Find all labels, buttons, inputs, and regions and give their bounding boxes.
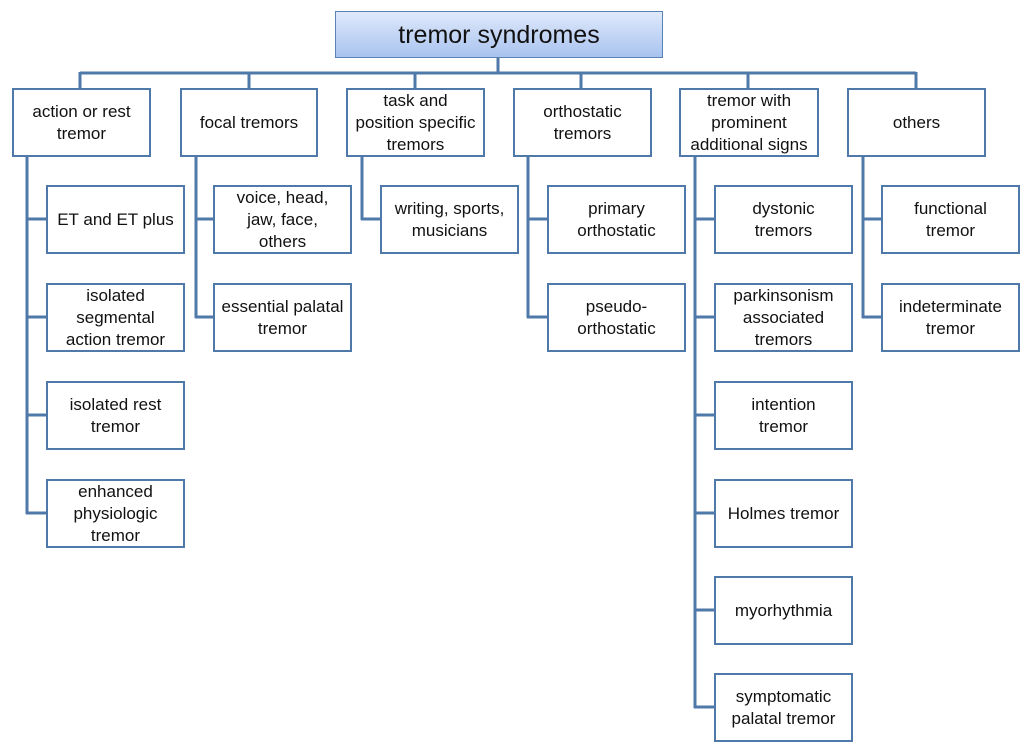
node-isolated-rest-tremor: isolated rest tremor xyxy=(46,381,185,450)
node-functional-tremor: functional tremor xyxy=(881,185,1020,254)
node-holmes-tremor: Holmes tremor xyxy=(714,479,853,548)
root-node: tremor syndromes xyxy=(335,11,663,58)
node-indeterminate-tremor: indeterminate tremor xyxy=(881,283,1020,352)
node-intention-tremor: intention tremor xyxy=(714,381,853,450)
node-dystonic-tremors: dystonic tremors xyxy=(714,185,853,254)
node-voice-head-jaw-face: voice, head, jaw, face, others xyxy=(213,185,352,254)
node-parkinsonism-associated-tremors: parkinsonism associated tremors xyxy=(714,283,853,352)
category-action-or-rest-tremor: action or rest tremor xyxy=(12,88,151,157)
node-essential-palatal-tremor: essential palatal tremor xyxy=(213,283,352,352)
category-task-position-specific: task and position specific tremors xyxy=(346,88,485,157)
category-orthostatic-tremors: orthostatic tremors xyxy=(513,88,652,157)
node-writing-sports-musicians: writing, sports, musicians xyxy=(380,185,519,254)
node-pseudo-orthostatic: pseudo- orthostatic xyxy=(547,283,686,352)
node-et-and-et-plus: ET and ET plus xyxy=(46,185,185,254)
category-focal-tremors: focal tremors xyxy=(180,88,318,157)
node-primary-orthostatic: primary orthostatic xyxy=(547,185,686,254)
node-isolated-segmental-action-tremor: isolated segmental action tremor xyxy=(46,283,185,352)
category-others: others xyxy=(847,88,986,157)
category-tremor-with-additional-signs: tremor with prominent additional signs xyxy=(679,88,819,157)
node-myorhythmia: myorhythmia xyxy=(714,576,853,645)
node-symptomatic-palatal-tremor: symptomatic palatal tremor xyxy=(714,673,853,742)
node-enhanced-physiologic-tremor: enhanced physiologic tremor xyxy=(46,479,185,548)
